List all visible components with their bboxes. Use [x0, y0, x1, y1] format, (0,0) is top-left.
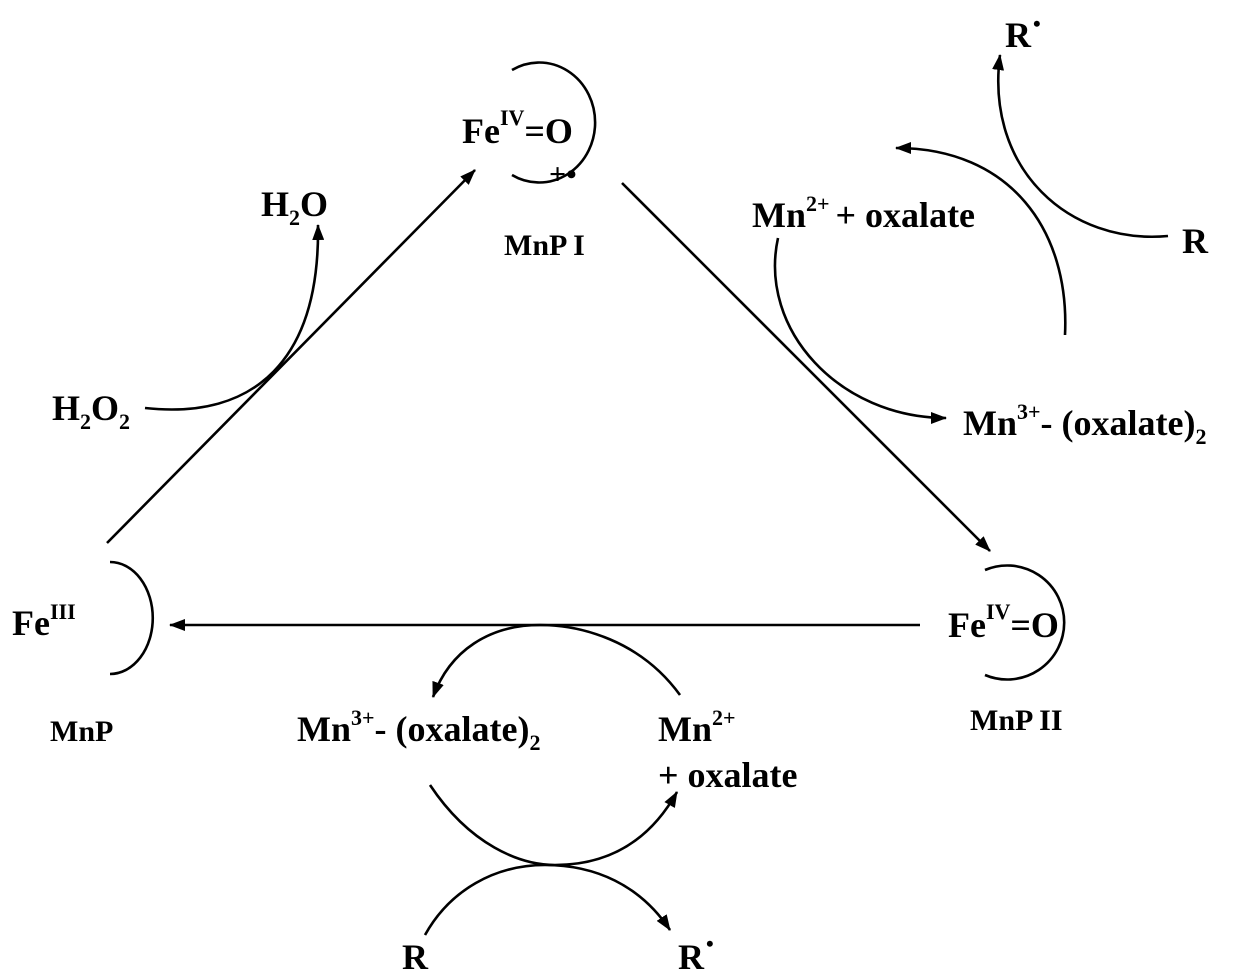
arrow-mn2-to-mn3-lower	[431, 623, 682, 698]
substrate-r-lower: R	[402, 937, 429, 974]
upper-mn-cycle: Mn2++ oxalate Mn3+- (oxalate)2 R R•	[752, 11, 1209, 449]
mnp-formula: FeIII	[12, 599, 76, 643]
node-mnp: FeIII MnP	[12, 560, 155, 748]
mn2-oxalate-upper: Mn2++ oxalate	[752, 191, 975, 235]
oxalate-lower: + oxalate	[658, 755, 798, 795]
arrow-r-to-radical-lower	[423, 863, 672, 936]
radical-r-lower: R•	[678, 931, 714, 974]
heme-arc-mnp	[109, 560, 155, 676]
radical-r-upper: R•	[1005, 11, 1041, 55]
mnp-i-radical: +•	[549, 158, 577, 191]
arrow-mn2-to-mn3-upper	[773, 237, 947, 424]
mn2-lower: Mn2+	[658, 705, 736, 749]
arrow-mn3-to-mn2-lower	[428, 784, 679, 867]
mnp-ii-formula: FeIV=O	[948, 599, 1059, 645]
mn3-oxalate-lower: Mn3+- (oxalate)2	[297, 705, 540, 755]
mnp-label: MnP	[50, 715, 113, 748]
peroxide-step: H2O2 H2O	[52, 184, 328, 434]
mnp-i-label: MnP I	[504, 229, 585, 262]
node-mnp-i: FeIV=O +• MnP I	[462, 61, 597, 262]
heme-arc-mnp-i	[511, 61, 597, 184]
mnp-i-formula: FeIV=O	[462, 105, 573, 151]
lower-mn-cycle: Mn3+- (oxalate)2 Mn2+ + oxalate R R•	[297, 623, 798, 977]
arrow-mn3-to-mn2-upper	[895, 142, 1067, 336]
mnp-ii-label: MnP II	[970, 704, 1063, 737]
arrow-mnp-to-mnp-i	[106, 169, 476, 544]
mn3-oxalate-upper: Mn3+- (oxalate)2	[963, 399, 1206, 449]
arrow-mnp-i-to-mnp-ii	[621, 182, 991, 552]
substrate-r-upper: R	[1182, 221, 1209, 261]
node-mnp-ii: FeIV=O MnP II	[948, 564, 1066, 737]
h2o2-label: H2O2	[52, 388, 130, 434]
arrow-h2o2-to-h2o	[144, 224, 325, 411]
arrow-r-to-radical-upper	[992, 54, 1169, 239]
heme-arc-mnp-ii	[984, 564, 1066, 681]
h2o-label: H2O	[261, 184, 328, 230]
